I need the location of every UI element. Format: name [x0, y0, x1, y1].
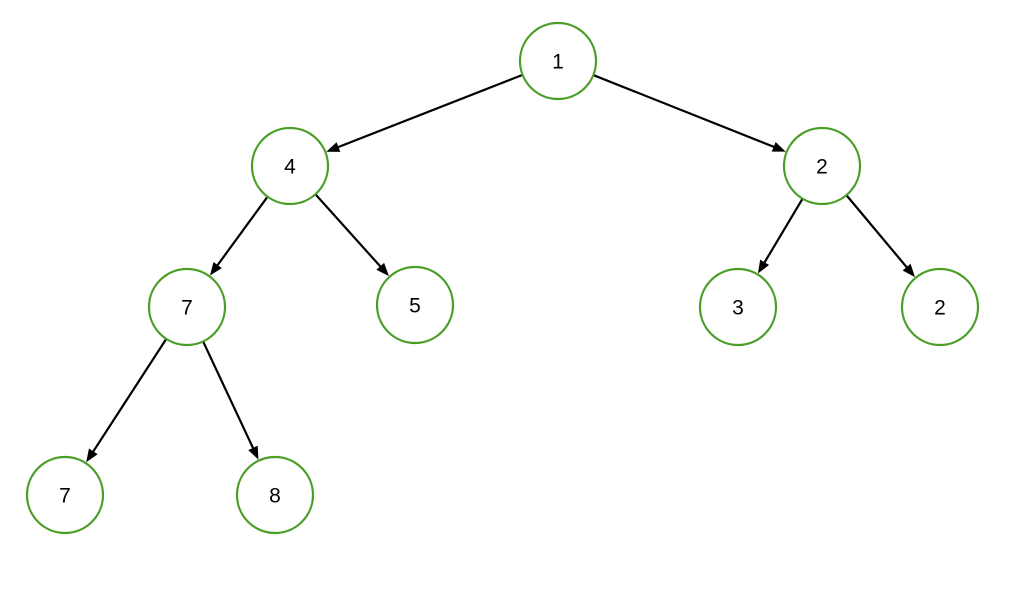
node-circle[interactable]	[250, 126, 330, 206]
tree-edge	[202, 340, 259, 460]
node-label: 3	[732, 297, 744, 320]
tree-edge	[845, 194, 915, 278]
tree-node[interactable]: 3	[698, 267, 778, 347]
tree-node[interactable]: 1	[518, 21, 598, 101]
node-label: 7	[181, 297, 193, 320]
node-circle[interactable]	[900, 267, 980, 347]
node-circle[interactable]	[782, 126, 862, 206]
tree-node[interactable]: 8	[235, 455, 315, 535]
node-circle[interactable]	[147, 267, 227, 347]
tree-node[interactable]: 7	[147, 267, 227, 347]
arrow-head-icon	[326, 142, 341, 152]
arrow-head-icon	[210, 261, 222, 276]
node-label: 2	[816, 156, 828, 179]
tree-edge	[86, 338, 168, 463]
tree-node[interactable]: 2	[900, 267, 980, 347]
node-circle[interactable]	[235, 455, 315, 535]
arrow-head-icon	[771, 141, 786, 152]
tree-edge	[210, 196, 269, 276]
edge-layer	[86, 73, 915, 463]
node-layer: 1 4 2 7 5 3 2 7 8	[25, 21, 980, 535]
node-circle[interactable]	[518, 21, 598, 101]
node-circle[interactable]	[698, 267, 778, 347]
tree-node[interactable]: 2	[782, 126, 862, 206]
arrow-head-icon	[757, 259, 770, 274]
arrow-head-icon	[376, 262, 389, 277]
node-label: 8	[269, 485, 281, 508]
arrow-head-icon	[902, 263, 915, 278]
node-label: 1	[552, 51, 564, 74]
node-label: 5	[409, 295, 421, 318]
tree-node[interactable]: 7	[25, 455, 105, 535]
tree-edge	[326, 73, 524, 152]
node-label: 2	[934, 297, 946, 320]
node-label: 7	[59, 485, 71, 508]
node-circle[interactable]	[25, 455, 105, 535]
node-label: 4	[284, 156, 296, 179]
tree-node[interactable]: 4	[250, 126, 330, 206]
tree-edge	[592, 74, 786, 152]
arrow-head-icon	[248, 445, 259, 460]
tree-node[interactable]: 5	[375, 265, 455, 345]
tree-edge	[757, 198, 804, 274]
tree-edge	[314, 193, 389, 277]
arrow-head-icon	[86, 448, 98, 463]
node-circle[interactable]	[375, 265, 455, 345]
